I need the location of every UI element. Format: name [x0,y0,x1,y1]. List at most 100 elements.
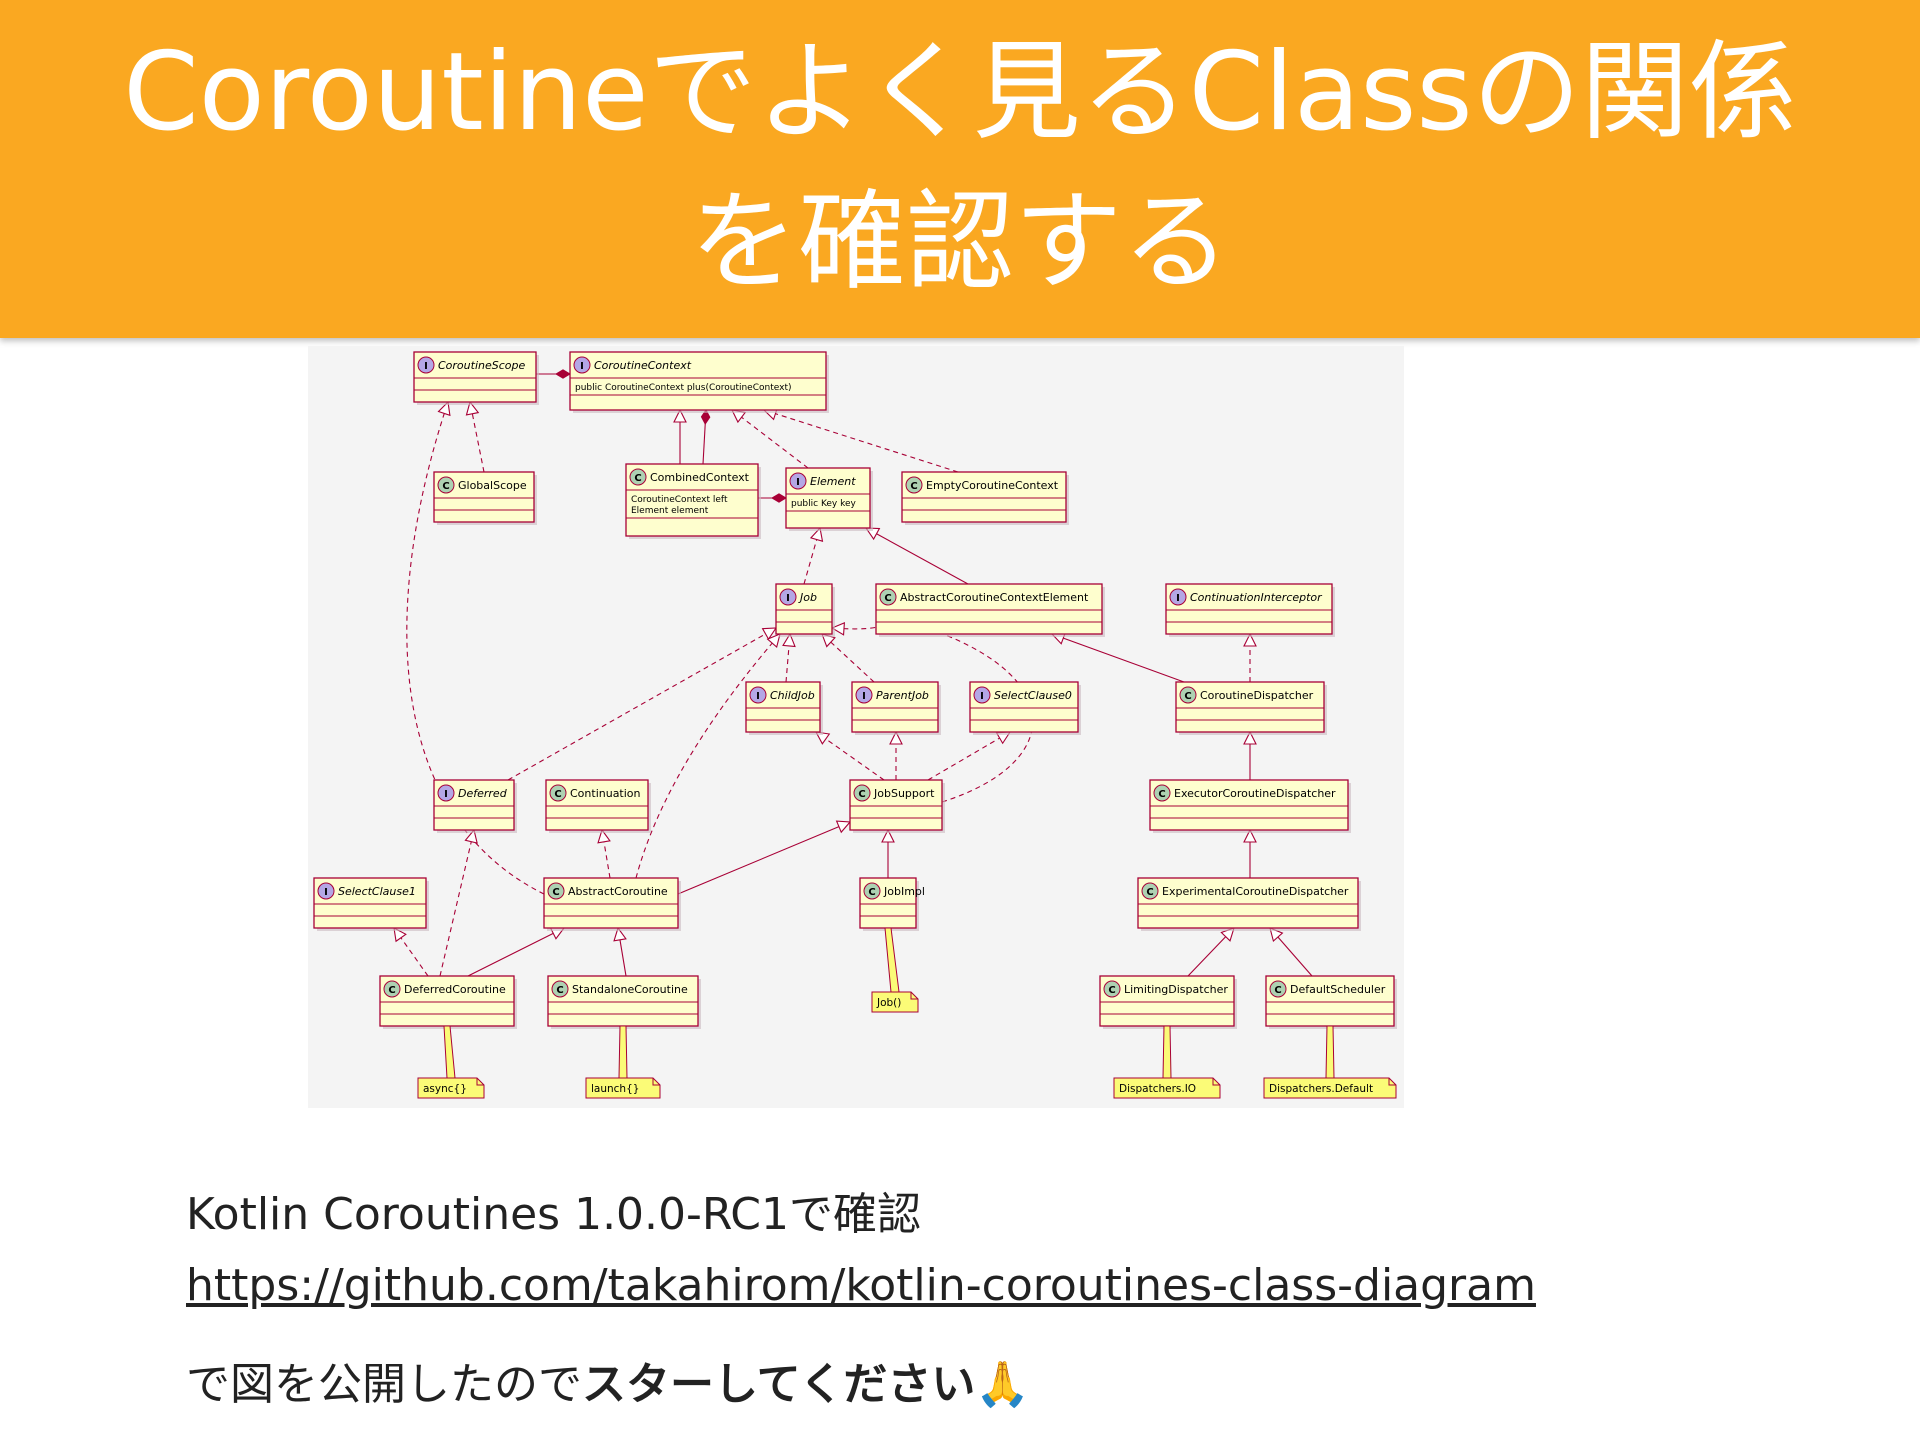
class-name: CoroutineContext [594,359,692,372]
stereotype-letter: I [580,361,584,372]
class-name: ContinuationInterceptor [1190,591,1323,604]
class-name: CombinedContext [650,471,750,484]
class-stereotype-icon [905,476,923,494]
caption-star-request: で図を公開したのでスターしてください🙏 [186,1348,1886,1412]
class-name: ChildJob [770,689,815,702]
class-name: SelectClause0 [994,689,1072,702]
stereotype-letter: I [424,361,428,372]
stereotype-letter: C [552,887,559,898]
class-CoroutineDispatcher: C CoroutineDispatcher [1175,681,1327,735]
edge-ChildJob-to-Job [782,632,796,683]
note-n_launch: launch{} [585,1025,661,1099]
class-member: Element element [631,506,709,516]
interface-stereotype-icon [779,588,797,606]
stereotype-letter: I [796,477,800,488]
interface-stereotype-icon [417,356,435,374]
note-text: Job() [876,997,901,1009]
stereotype-letter: I [324,887,328,898]
class-stereotype-icon [437,476,455,494]
pray-emoji-icon: 🙏 [975,1359,1031,1410]
class-name: ParentJob [876,689,929,702]
class-name: CoroutineScope [438,359,525,372]
stereotype-letter: C [910,481,917,492]
stereotype-letter: C [858,789,865,800]
edge-AbstractCoroutineContextElement-to-Element [864,527,969,585]
edge-JobImpl-to-JobSupport [881,828,895,878]
interface-stereotype-icon [317,882,335,900]
stereotype-letter: C [442,481,449,492]
interface-stereotype-icon [973,686,991,704]
caption-prefix: で図を公開したので [186,1359,582,1410]
note-n_io: Dispatchers.IO [1113,1025,1221,1099]
edge-DeferredCoroutine-to-AbstractCoroutine [467,927,566,977]
title-line-2: を確認する [689,180,1230,305]
title-line-1: Coroutineでよく見るClassの関係 [123,30,1797,155]
edge-JobSupport-to-ChildJob [814,731,885,781]
class-stereotype-icon [879,588,897,606]
edge-JobSupport-to-ParentJob [889,730,903,780]
note-text: launch{} [591,1083,639,1095]
edge-AbstractCoroutine-to-Continuation [597,828,611,879]
class-name: SelectClause1 [338,885,416,898]
class-stereotype-icon [549,784,567,802]
edge-Deferred-to-Job [507,627,778,781]
stereotype-letter: C [388,985,395,996]
stereotype-letter: C [868,887,875,898]
github-link[interactable]: https://github.com/takahirom/kotlin-coro… [186,1260,1536,1311]
interface-stereotype-icon [855,686,873,704]
stereotype-letter: C [1274,985,1281,996]
stereotype-letter: I [444,789,448,800]
edge-JobSupport-to-SelectClause0 [927,731,1012,781]
class-name: CoroutineDispatcher [1200,689,1314,702]
class-stereotype-icon [629,468,647,486]
stereotype-letter: C [1158,789,1165,800]
interface-stereotype-icon [437,784,455,802]
edge-AbstractCoroutine-to-JobSupport [677,820,852,895]
note-text: Dispatchers.Default [1269,1083,1373,1095]
edge-DeferredCoroutine-to-SelectClause1 [393,926,429,977]
class-stereotype-icon [1153,784,1171,802]
caption-version: Kotlin Coroutines 1.0.0-RC1で確認 [186,1189,922,1240]
note-n_async: async{} [417,1025,485,1099]
edge-Element-to-CoroutineContext [731,409,809,469]
edge-CoroutineDispatcher-to-ContinuationInterceptor [1243,632,1257,682]
edge-AbstractCoroutine-to-Job [635,633,781,879]
class-name: JobSupport [873,787,935,800]
edge-CombinedContext-to-CoroutineContext [700,409,711,465]
edge-LimitingDispatcher-to-ExperimentalCoroutineDispatcher [1187,927,1235,977]
edge-ParentJob-to-Job [821,633,875,683]
class-stereotype-icon [547,882,565,900]
edge-AbstractCoroutine-to-CoroutineScope [406,400,545,895]
class-name: Deferred [458,787,508,800]
note-n_job: Job() [871,927,919,1013]
stereotype-letter: I [862,691,866,702]
class-name: EmptyCoroutineContext [926,479,1059,492]
edge-CoroutineDispatcher-to-AbstractCoroutineContextElement [1050,631,1185,683]
edge-ExperimentalCoroutineDispatcher-to-ExecutorCoroutineDispatcher [1243,828,1257,878]
class-name: Element [810,475,856,488]
edge-CombinedContext-to-CoroutineContext [673,408,687,464]
class-stereotype-icon [1103,980,1121,998]
note-text: async{} [423,1083,467,1095]
class-EmptyCoroutineContext: C EmptyCoroutineContext [901,471,1069,525]
interface-stereotype-icon [789,472,807,490]
caption-link-line: https://github.com/takahirom/kotlin-coro… [186,1260,1886,1311]
class-ParentJob: I ParentJob [851,681,941,735]
interface-stereotype-icon [573,356,591,374]
class-name: JobImpl [883,885,925,898]
edge-DefaultScheduler-to-ExperimentalCoroutineDispatcher [1269,927,1313,977]
stereotype-letter: C [1184,691,1191,702]
